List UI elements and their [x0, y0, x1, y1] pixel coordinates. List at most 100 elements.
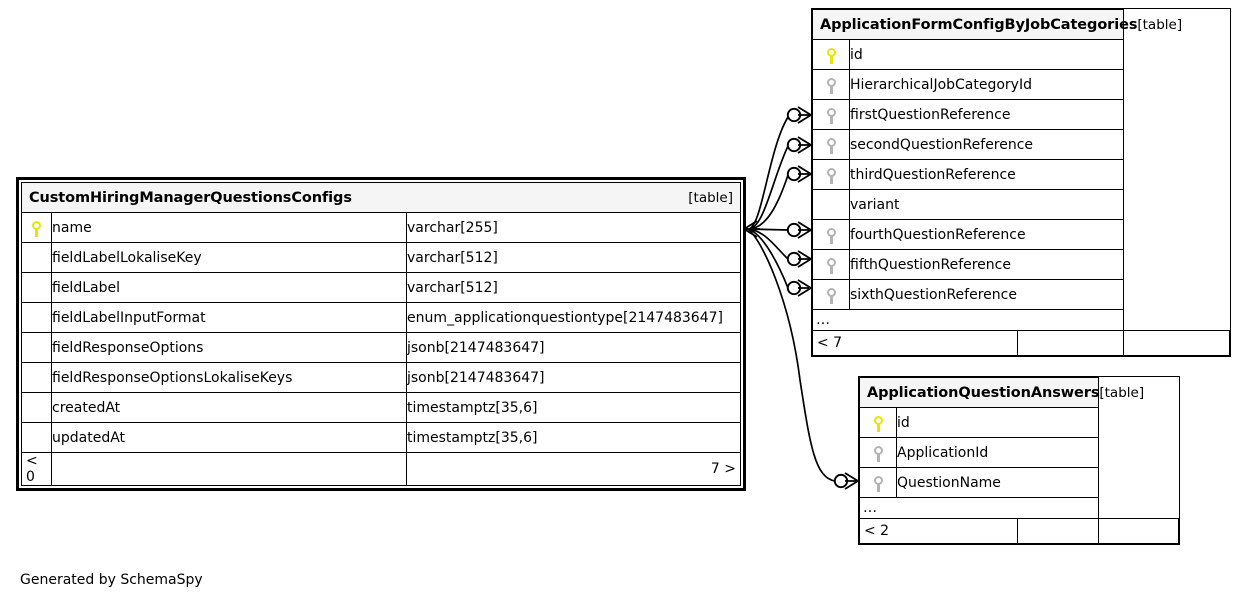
table-row[interactable]: id: [859, 407, 1179, 438]
edge-fourth-question: [747, 228, 789, 231]
ellipsis-label: …: [812, 309, 1124, 331]
key-cell: [21, 302, 52, 333]
table-more-columns-row: …: [859, 497, 1179, 519]
table-row[interactable]: fieldLabelInputFormat enum_applicationqu…: [21, 302, 741, 333]
table-row[interactable]: fieldLabelLokaliseKey varchar[512]: [21, 242, 741, 273]
footer-parent-count: < 7: [812, 330, 1018, 356]
column-name: sixthQuestionReference: [849, 279, 1124, 310]
table-title: ApplicationFormConfigByJobCategories: [820, 16, 1138, 33]
key-cell: [21, 392, 52, 423]
table-row[interactable]: ApplicationId: [859, 437, 1179, 468]
column-name: QuestionName: [896, 467, 1099, 498]
table-footer-row: < 7: [812, 330, 1230, 356]
table-row[interactable]: firstQuestionReference: [812, 99, 1230, 130]
key-cell: [812, 249, 850, 280]
key-cell: [21, 212, 52, 243]
column-type: jsonb[2147483647]: [406, 332, 741, 363]
key-cell: [812, 279, 850, 310]
key-cell: [812, 159, 850, 190]
column-name: id: [896, 407, 1099, 438]
table-row[interactable]: QuestionName: [859, 467, 1179, 498]
column-name: fieldLabel: [51, 272, 407, 303]
edge-endpoint-circle: [786, 222, 802, 238]
column-name: fieldLabelInputFormat: [51, 302, 407, 333]
table-row[interactable]: updatedAt timestamptz[35,6]: [21, 422, 741, 453]
table-row[interactable]: secondQuestionReference: [812, 129, 1230, 160]
edge-endpoint-circle: [786, 280, 802, 296]
table-row[interactable]: fourthQuestionReference: [812, 219, 1230, 250]
table-title: CustomHiringManagerQuestionsConfigs: [29, 189, 352, 206]
table-footer-row: < 2: [859, 518, 1179, 544]
table-title-row: ApplicationFormConfigByJobCategories [ta…: [812, 9, 1230, 40]
foreign-key-icon: [873, 445, 883, 462]
table-row[interactable]: variant: [812, 189, 1230, 220]
footer-child-count: 7 >: [406, 452, 741, 486]
table-application-question-answers[interactable]: ApplicationQuestionAnswers [table] id: [858, 376, 1180, 545]
column-name: secondQuestionReference: [849, 129, 1124, 160]
column-name: ApplicationId: [896, 437, 1099, 468]
generated-by-label: Generated by SchemaSpy: [20, 572, 203, 588]
column-name: variant: [849, 189, 1124, 220]
edge-endpoint-circle: [786, 251, 802, 267]
foreign-key-icon: [826, 287, 836, 304]
table-row[interactable]: fieldLabel varchar[512]: [21, 272, 741, 303]
foreign-key-icon: [826, 137, 836, 154]
table-title-row: CustomHiringManagerQuestionsConfigs [tab…: [21, 182, 741, 213]
column-type: timestamptz[35,6]: [406, 392, 741, 423]
footer-parent-count: < 0: [21, 452, 52, 486]
table-type-tag: [table]: [1099, 384, 1145, 401]
table-row[interactable]: id: [812, 39, 1230, 70]
key-cell: [812, 189, 850, 220]
key-cell: [859, 467, 897, 498]
footer-middle: [1017, 518, 1099, 544]
edge-endpoint-circle: [786, 107, 802, 123]
footer-child-count: [1097, 518, 1179, 544]
footer-middle: [1017, 330, 1124, 356]
table-row[interactable]: name varchar[255]: [21, 212, 741, 243]
table-custom-hiring-manager-questions-configs[interactable]: CustomHiringManagerQuestionsConfigs [tab…: [16, 177, 746, 491]
key-cell: [21, 272, 52, 303]
foreign-key-icon: [873, 475, 883, 492]
key-cell: [812, 99, 850, 130]
foreign-key-icon: [826, 257, 836, 274]
table-row[interactable]: fieldResponseOptionsLokaliseKeys jsonb[2…: [21, 362, 741, 393]
edge-endpoint-circle: [833, 473, 849, 489]
column-type: jsonb[2147483647]: [406, 362, 741, 393]
column-name: createdAt: [51, 392, 407, 423]
table-footer-row: < 0 7 >: [21, 452, 741, 486]
column-name: firstQuestionReference: [849, 99, 1124, 130]
key-cell: [21, 332, 52, 363]
column-name: id: [849, 39, 1124, 70]
primary-key-icon: [32, 220, 41, 237]
column-name: name: [51, 212, 407, 243]
edge-endpoint-circle: [786, 137, 802, 153]
table-row[interactable]: fieldResponseOptions jsonb[2147483647]: [21, 332, 741, 363]
key-cell: [21, 362, 52, 393]
edge-first-question: [747, 116, 789, 230]
key-cell: [812, 69, 850, 100]
table-row[interactable]: fifthQuestionReference: [812, 249, 1230, 280]
key-cell: [21, 422, 52, 453]
table-row[interactable]: thirdQuestionReference: [812, 159, 1230, 190]
table-title-row: ApplicationQuestionAnswers [table]: [859, 377, 1179, 408]
column-type: enum_applicationquestiontype[2147483647]: [406, 302, 741, 333]
table-row[interactable]: createdAt timestamptz[35,6]: [21, 392, 741, 423]
column-name: fieldLabelLokaliseKey: [51, 242, 407, 273]
key-cell: [812, 129, 850, 160]
column-type: varchar[512]: [406, 272, 741, 303]
table-row[interactable]: sixthQuestionReference: [812, 279, 1230, 310]
column-type: timestamptz[35,6]: [406, 422, 741, 453]
footer-parent-count: < 2: [859, 518, 1018, 544]
column-name: HierarchicalJobCategoryId: [849, 69, 1124, 100]
footer-child-count: [1123, 330, 1230, 356]
table-type-tag: [table]: [688, 189, 733, 206]
foreign-key-icon: [826, 107, 836, 124]
key-cell: [21, 242, 52, 273]
column-name: fourthQuestionReference: [849, 219, 1124, 250]
table-application-form-config-by-job-categories[interactable]: ApplicationFormConfigByJobCategories [ta…: [811, 8, 1231, 357]
table-row[interactable]: HierarchicalJobCategoryId: [812, 69, 1230, 100]
footer-middle: [51, 452, 407, 486]
key-cell: [812, 39, 850, 70]
table-more-columns-row: …: [812, 309, 1230, 331]
